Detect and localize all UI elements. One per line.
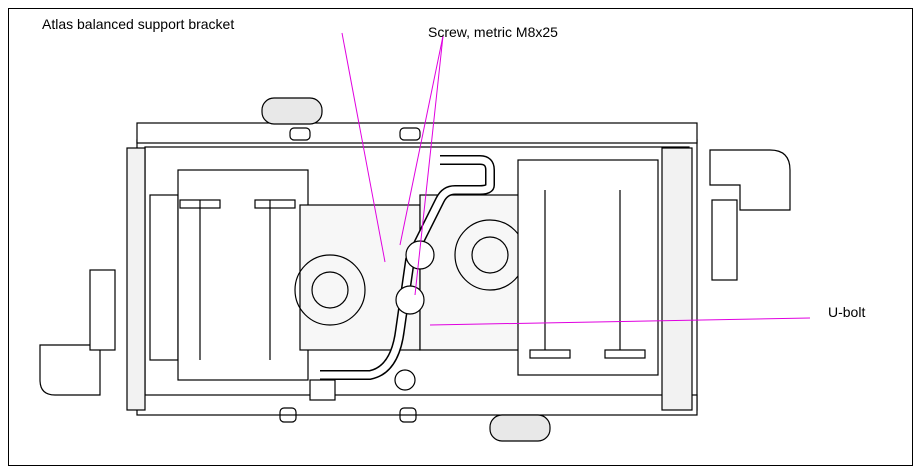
leader-line-bracket — [341, 32, 386, 263]
leader-line-ubolt — [429, 317, 811, 326]
callout-ubolt-label: U-bolt — [828, 304, 866, 320]
callout-bracket-label: Atlas balanced support bracket — [42, 16, 235, 32]
leader-line-screw-b — [414, 35, 444, 296]
leader-line-screw-a — [399, 35, 444, 246]
callout-screw-label: Screw, metric M8x25 — [428, 24, 558, 40]
